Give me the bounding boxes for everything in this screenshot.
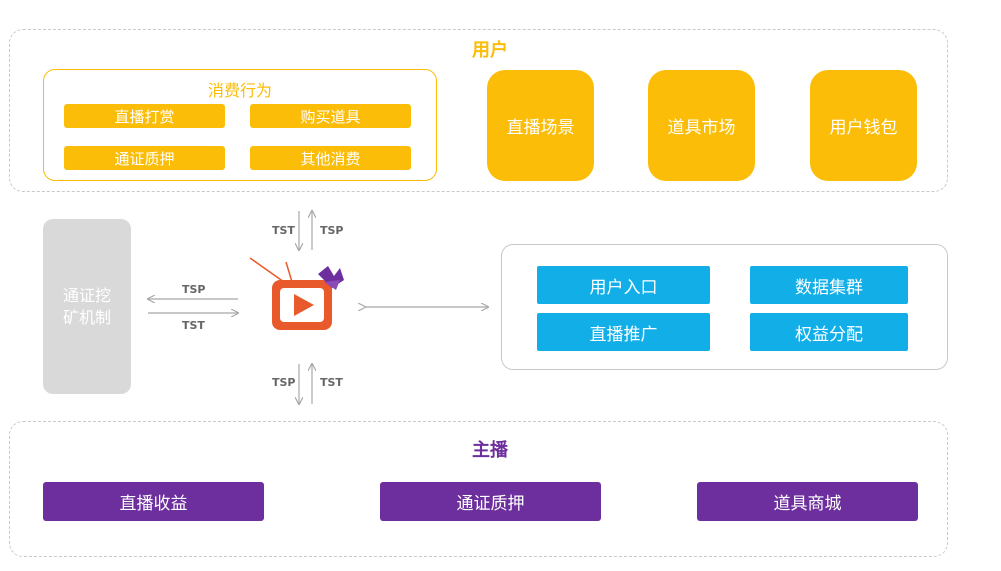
platform-item-live-promotion: 直播推广 <box>537 313 710 351</box>
consumption-group <box>43 69 437 181</box>
flow-label-top-left: TST <box>272 224 295 237</box>
platform-item-user-entry: 用户入口 <box>537 266 710 304</box>
flow-label-left-top: TSP <box>182 283 206 296</box>
flow-label-bottom-right: TST <box>320 376 343 389</box>
user-box-prop-market: 道具市场 <box>648 70 755 181</box>
streamer-item-live-income: 直播收益 <box>43 482 264 521</box>
user-box-wallet: 用户钱包 <box>810 70 917 181</box>
platform-panel <box>501 244 948 370</box>
user-panel <box>9 29 948 192</box>
platform-item-rights-distribution: 权益分配 <box>750 313 908 351</box>
token-mining-line-2: 矿机制 <box>62 307 111 327</box>
user-panel-title: 用户 <box>472 40 508 61</box>
streamer-panel-title: 主播 <box>472 440 508 461</box>
platform-item-data-cluster: 数据集群 <box>750 266 908 304</box>
consumption-title: 消费行为 <box>207 81 272 100</box>
streamer-panel <box>9 421 948 557</box>
flow-label-top-right: TSP <box>320 224 344 237</box>
user-box-live-scene: 直播场景 <box>487 70 594 181</box>
consumption-item-buy-props: 购买道具 <box>250 104 411 128</box>
token-mining-block: 通证挖 矿机制 <box>43 219 131 394</box>
flow-label-left-bottom: TST <box>182 319 205 332</box>
streamer-item-staking: 通证质押 <box>380 482 601 521</box>
flow-label-bottom-left: TSP <box>272 376 296 389</box>
consumption-item-other: 其他消费 <box>250 146 411 170</box>
consumption-item-tip: 直播打赏 <box>64 104 225 128</box>
token-mining-line-1: 通证挖 <box>62 285 111 305</box>
consumption-item-staking: 通证质押 <box>64 146 225 170</box>
streamer-item-prop-mall: 道具商城 <box>697 482 918 521</box>
tv-play-icon <box>249 257 344 330</box>
